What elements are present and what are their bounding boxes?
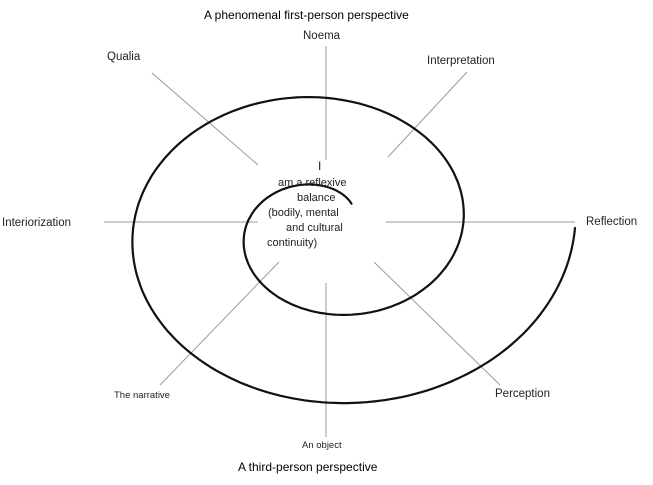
spiral (131, 96, 577, 405)
axis-the-narrative-line (159, 261, 280, 386)
center-line-3: balance (297, 192, 336, 204)
center-line-4: (bodily, mental (268, 207, 339, 219)
axis-interpretation-line (387, 71, 468, 158)
axis-qualia-line (151, 72, 259, 166)
label-reflection: Reflection (586, 216, 638, 228)
center-line-2: am a reflexive (278, 177, 347, 189)
label-noema: Noema (303, 30, 341, 42)
label-perception: Perception (495, 388, 550, 400)
label-the-narrative: The narrative (114, 390, 170, 401)
center-line-6: continuity) (267, 237, 318, 249)
label-qualia: Qualia (107, 51, 141, 63)
label-an-object: An object (302, 440, 342, 451)
center-line-5: and cultural (286, 222, 343, 234)
top-title: A phenomenal first-person perspective (204, 8, 409, 22)
label-interpretation: Interpretation (427, 55, 495, 67)
bottom-title: A third-person perspective (238, 460, 378, 474)
center-line-1: I (318, 159, 322, 173)
label-interiorization: Interiorization (2, 217, 72, 229)
axis-perception-line (373, 261, 501, 386)
